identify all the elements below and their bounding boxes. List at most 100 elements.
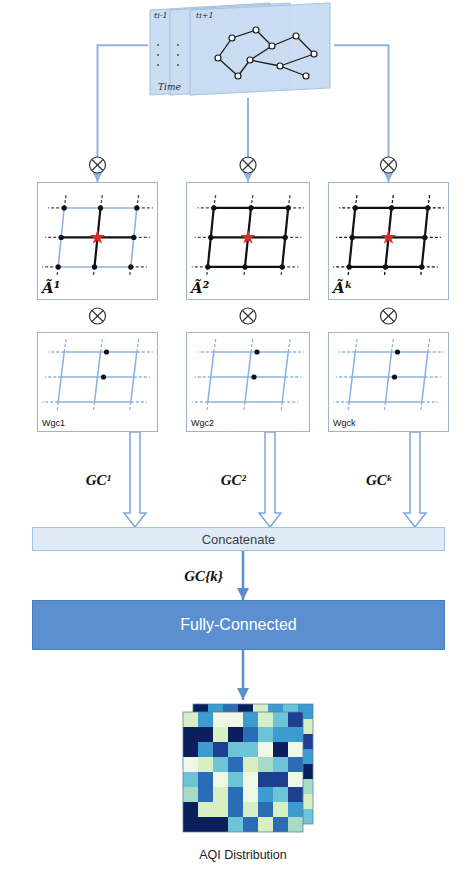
grid-link [392,207,428,209]
heatmap-cell [258,742,273,757]
heatmap-border [193,704,313,824]
fully-connected-band: Fully-Connected [32,600,445,650]
heatmap-cell [213,802,228,817]
heatmap-cell [273,712,288,727]
hollow-arrow [259,432,281,527]
heatmap-cell [273,757,288,772]
grid-link [64,207,100,209]
edge-label: GC{k} [182,567,225,585]
graph-vertex [247,57,253,63]
heatmap-cell [198,727,213,742]
grid-vertex [395,349,400,354]
adjacency-box: Ã² [186,182,310,300]
grid-link [352,352,355,377]
heatmap-cell [198,712,213,727]
aqi-heatmap: AQI Distribution [178,700,308,866]
multiply-symbol [90,308,106,324]
graph-vertex [229,35,235,41]
grid-stub [137,338,139,352]
grid-link [211,352,214,377]
multiply-cross [242,310,253,321]
grid-link [61,208,64,238]
graph-vertex [277,63,283,69]
graph-link [272,36,296,46]
grid-link [98,352,101,377]
grid-vertex [242,264,247,269]
heatmap-cell [213,787,228,802]
adjacency-grid [42,194,153,275]
grid-vertex [251,374,256,379]
multiply-circle [90,157,106,173]
matrix-label: Ã¹ [42,279,60,297]
weight-label: Wgck [333,418,356,429]
grid-link [352,208,355,238]
time-step-label: Time [158,82,181,92]
heatmap-cell [213,772,228,787]
grid-link [61,352,64,377]
grid-stub [244,402,245,410]
grid-link [386,266,422,268]
grid-link [214,207,251,209]
heatmap-cell [183,772,198,787]
grid-vertex [425,205,430,210]
adjacency-box: Ãᵏ [328,182,449,300]
grid-vertex [419,264,424,269]
grid-link [58,266,94,268]
grid-stub [282,401,298,402]
grid-link [131,237,134,266]
ellipsis-dot [157,54,159,56]
input-arrow [334,45,389,182]
edge-label: GCᵏ [364,471,393,489]
grid-vertex [347,264,352,269]
heatmap-cell [273,742,288,757]
grid-link [61,376,97,378]
grid-stub [425,376,441,377]
multiply-cross [242,159,253,170]
time-panels [150,3,330,95]
heatmap-cell [258,787,273,802]
target-star [240,230,255,244]
heatmap-cell [288,787,303,802]
graph-link [280,54,314,66]
weight-grid [42,338,153,410]
graph-link [218,38,232,58]
multiply-cross [383,310,394,321]
multiply-circle [90,308,106,324]
grid-link [248,236,285,238]
heatmap-cell [183,757,198,772]
time-step-label: ti-1 [154,11,168,21]
grid-link [352,376,388,378]
edge-label: GC¹ [84,471,113,489]
heatmap-cell [243,772,258,787]
grid-link [285,208,288,238]
grid-link [282,377,285,402]
grid-link [208,401,245,403]
multiply-symbol [90,157,106,173]
graph-link [250,60,280,66]
heatmap-cell [288,742,303,757]
multiply-cross [242,159,253,170]
grid-stub [214,338,216,352]
heatmap-cell [228,772,243,787]
grid-stub [355,338,357,352]
grid-vertex [62,205,67,210]
ellipsis-dot [177,64,179,66]
grid-link [95,266,131,268]
concatenate-band: Concatenate [32,527,445,551]
grid-link [349,266,385,268]
heatmap-cell [243,727,258,742]
grid-link [131,377,134,402]
heatmap-cell [243,712,258,727]
figure-caption: AQI Distribution [199,848,287,863]
grid-link [58,401,94,403]
heatmap-back-layer [193,704,313,824]
grid-link [61,236,97,238]
heatmap-cell [183,712,198,727]
grid-stub [195,376,211,377]
heatmap-cell [273,817,288,832]
grid-link [208,377,211,402]
grid-vertex [104,349,109,354]
grid-vertex [131,235,136,240]
